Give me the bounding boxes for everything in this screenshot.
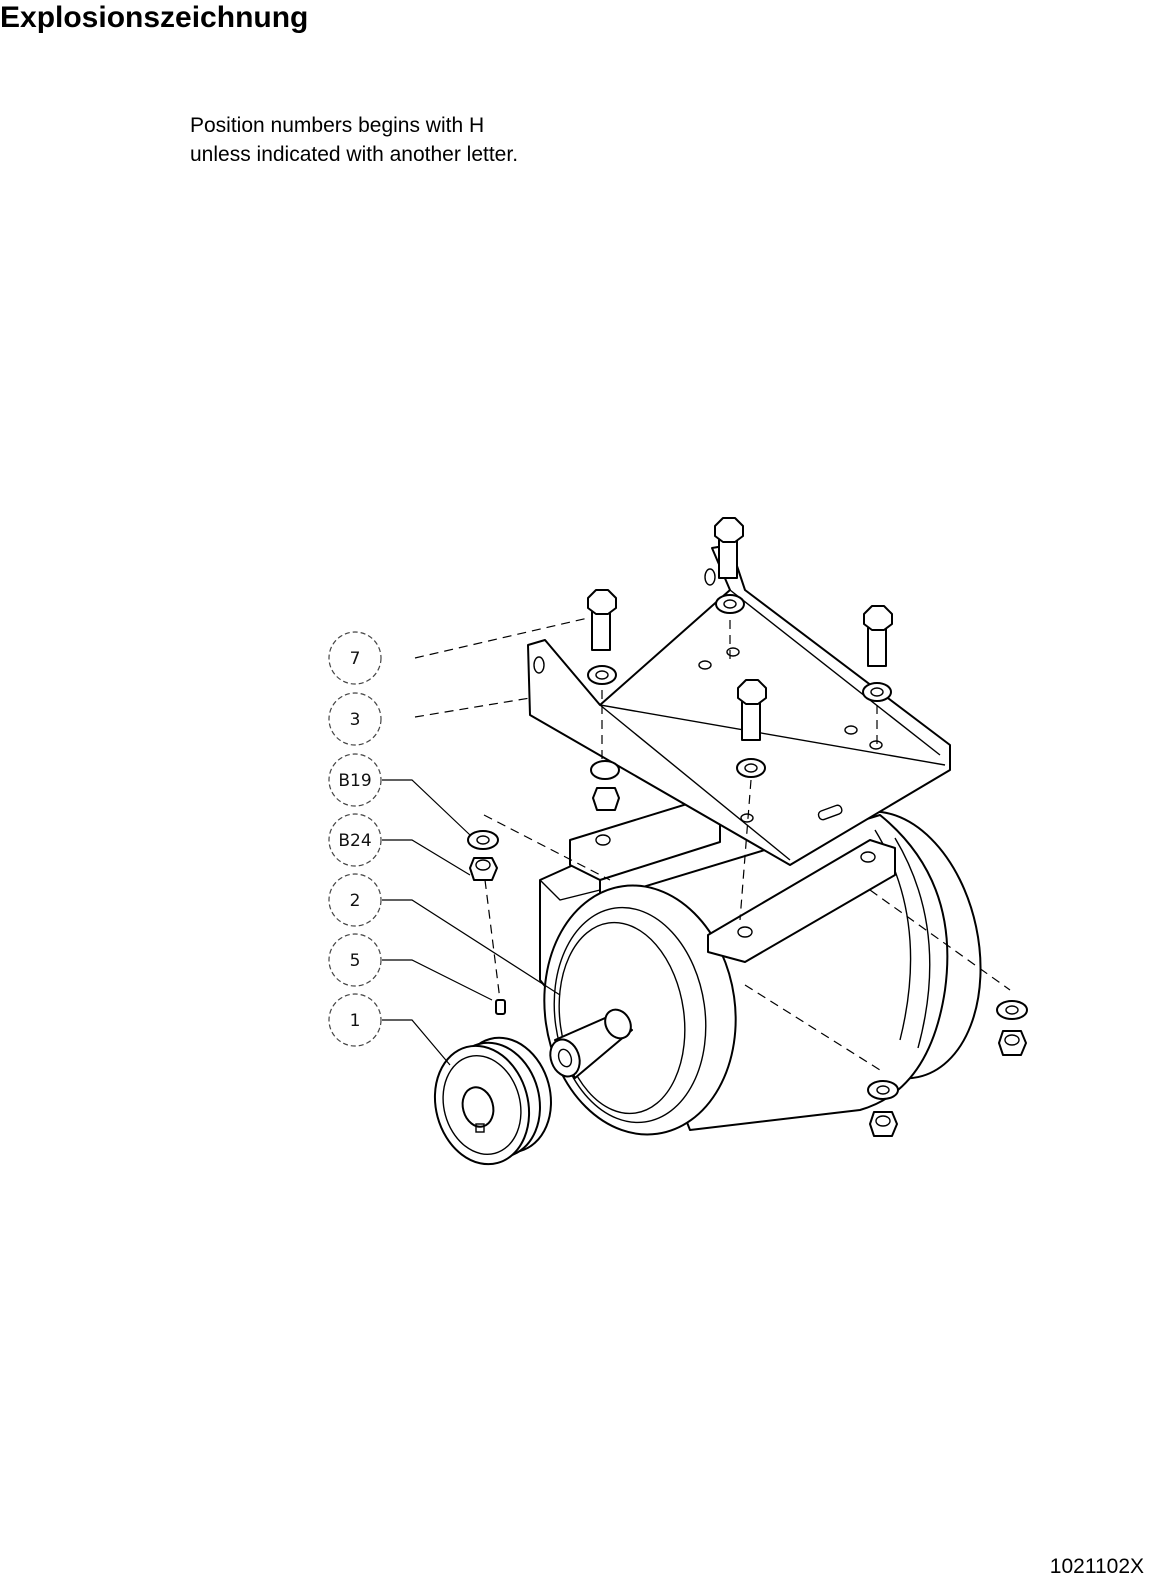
callout-3: 3 bbox=[328, 692, 531, 746]
assembly-lines bbox=[483, 620, 1011, 1071]
callout-label: 7 bbox=[350, 649, 361, 669]
washer-nut-set-under-plate bbox=[590, 760, 620, 811]
document-number: 1021102X bbox=[1049, 1555, 1144, 1578]
callout-7: 7 bbox=[328, 617, 589, 685]
callout-label: B24 bbox=[338, 831, 371, 851]
callout-label: B19 bbox=[338, 771, 371, 791]
bolt-4 bbox=[736, 679, 767, 778]
bolt-1 bbox=[587, 589, 617, 685]
callout-b19: B19 bbox=[328, 753, 471, 836]
callout-b24: B24 bbox=[328, 813, 471, 876]
note-line-1: Position numbers begins with H bbox=[190, 114, 485, 137]
callout-label: 1 bbox=[350, 1011, 361, 1031]
washer-nut-set-front bbox=[467, 830, 499, 881]
motor-body bbox=[539, 799, 982, 1136]
callout-5: 5 bbox=[328, 933, 493, 1001]
shaft-key bbox=[495, 999, 506, 1015]
bolt-2 bbox=[714, 517, 745, 614]
callout-label: 3 bbox=[350, 710, 361, 730]
callout-label: 5 bbox=[350, 951, 361, 971]
washer-nut-set-right bbox=[996, 1000, 1028, 1056]
pulley bbox=[433, 1036, 552, 1166]
callout-1: 1 bbox=[328, 993, 451, 1066]
callout-2: 2 bbox=[328, 873, 561, 996]
page-title: Explosionszeichnung bbox=[0, 1, 309, 34]
note-line-2: unless indicated with another letter. bbox=[190, 143, 519, 166]
callouts: 7 3 B19 B24 2 5 1 bbox=[328, 617, 589, 1066]
washers-and-nuts bbox=[467, 760, 1028, 1137]
callout-label: 2 bbox=[350, 891, 361, 911]
position-number-note: Position numbers begins with H unless in… bbox=[190, 111, 518, 169]
washer-nut-set-bottom bbox=[867, 1080, 899, 1137]
bolts bbox=[587, 517, 893, 778]
bolt-3 bbox=[862, 605, 893, 702]
